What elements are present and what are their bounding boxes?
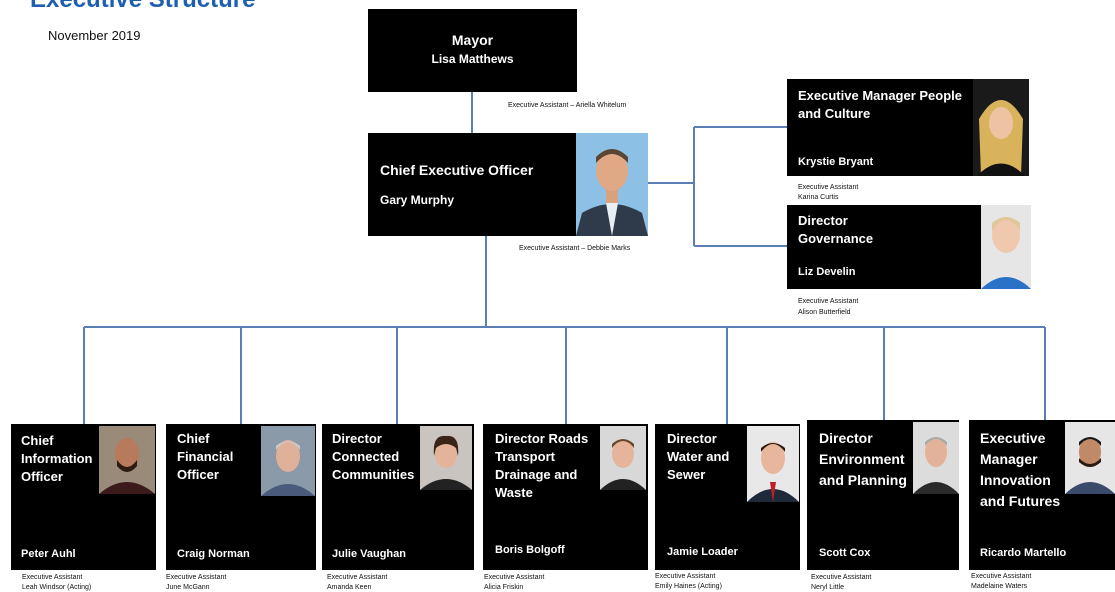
director-title: Director Environment and Planning	[819, 430, 907, 488]
director-box-cfo: Chief Financial Officer Craig Norman	[166, 424, 316, 570]
director-name: Ricardo Martello	[980, 547, 1067, 559]
people-culture-photo	[973, 79, 1029, 176]
director-photo	[261, 426, 315, 496]
director-photo	[747, 426, 799, 502]
director-title: Director Water and Sewer	[667, 431, 730, 482]
governance-title: Director Governance	[798, 213, 874, 246]
director-box-innovation: Executive Manager Innovation and Futures…	[969, 420, 1115, 570]
people-culture-name: Krystie Bryant	[798, 156, 874, 168]
mayor-name: Lisa Matthews	[431, 52, 514, 66]
director-assistant-label: Executive Assistant	[327, 574, 388, 581]
director-photo	[1065, 422, 1115, 494]
ceo-box: Chief Executive Officer Gary Murphy	[368, 133, 648, 236]
director-assistant-name: Emily Haines (Acting)	[655, 583, 722, 590]
governance-box: Director Governance Liz Develin	[787, 205, 1031, 289]
director-photo	[99, 426, 155, 494]
director-title: Executive Manager Innovation and Futures	[980, 430, 1061, 509]
governance-photo	[981, 205, 1031, 289]
director-title: Chief Financial Officer	[177, 431, 234, 482]
director-box-environment: Director Environment and Planning Scott …	[807, 420, 959, 570]
people-culture-title: Executive Manager People and Culture	[798, 88, 963, 121]
director-assistant-name: June McGann	[166, 584, 210, 591]
governance-assistant-name: Alison Butterfield	[798, 309, 851, 316]
ceo-assistant: Executive Assistant – Debbie Marks	[519, 245, 631, 252]
director-photo	[420, 426, 472, 490]
ceo-name: Gary Murphy	[380, 193, 455, 207]
ceo-title: Chief Executive Officer	[380, 162, 534, 178]
governance-assistant-label: Executive Assistant	[798, 298, 859, 305]
director-box-communities: Director Connected Communities Julie Vau…	[322, 424, 474, 570]
director-assistant-label: Executive Assistant	[166, 574, 227, 581]
date-label: November 2019	[48, 28, 141, 43]
director-title: Director Roads Transport Drainage and Wa…	[495, 431, 589, 500]
director-name: Julie Vaughan	[332, 548, 406, 560]
ceo-photo	[576, 133, 648, 236]
director-name: Scott Cox	[819, 547, 871, 559]
director-name: Craig Norman	[177, 548, 250, 560]
mayor-assistant: Executive Assistant – Ariella Whitelum	[508, 102, 627, 109]
director-box-cio: Chief Information Officer Peter Auhl	[11, 424, 156, 570]
mayor-box: Mayor Lisa Matthews	[368, 9, 577, 92]
director-name: Boris Bolgoff	[495, 544, 565, 556]
director-title: Chief Information Officer	[21, 433, 93, 484]
director-assistant-name: Amanda Keen	[327, 584, 372, 591]
director-assistant-name: Alicia Friskin	[484, 584, 524, 591]
director-assistant-label: Executive Assistant	[971, 573, 1032, 580]
director-photo	[600, 426, 646, 490]
director-assistant-label: Executive Assistant	[484, 574, 545, 581]
director-assistant-name: Leah Windsor (Acting)	[22, 584, 92, 591]
director-box-roads: Director Roads Transport Drainage and Wa…	[483, 424, 648, 570]
director-assistant-name: Neryl Little	[811, 584, 845, 591]
mayor-title: Mayor	[451, 32, 494, 48]
director-name: Jamie Loader	[667, 546, 738, 558]
director-assistant-label: Executive Assistant	[22, 574, 83, 581]
director-assistant-name: Madelaine Waters	[971, 583, 1028, 590]
director-photo	[913, 422, 959, 494]
director-title: Director Connected Communities	[332, 431, 415, 482]
people-culture-box: Executive Manager People and Culture Kry…	[787, 79, 1029, 176]
director-assistant-label: Executive Assistant	[655, 573, 716, 580]
director-name: Peter Auhl	[21, 548, 76, 560]
director-assistant-label: Executive Assistant	[811, 574, 872, 581]
people-culture-assistant-name: Karina Curtis	[798, 194, 839, 201]
governance-name: Liz Develin	[798, 266, 856, 278]
director-box-water: Director Water and Sewer Jamie Loader	[655, 424, 800, 570]
page-title: Executive Structure	[30, 0, 255, 14]
people-culture-assistant-label: Executive Assistant	[798, 184, 859, 191]
